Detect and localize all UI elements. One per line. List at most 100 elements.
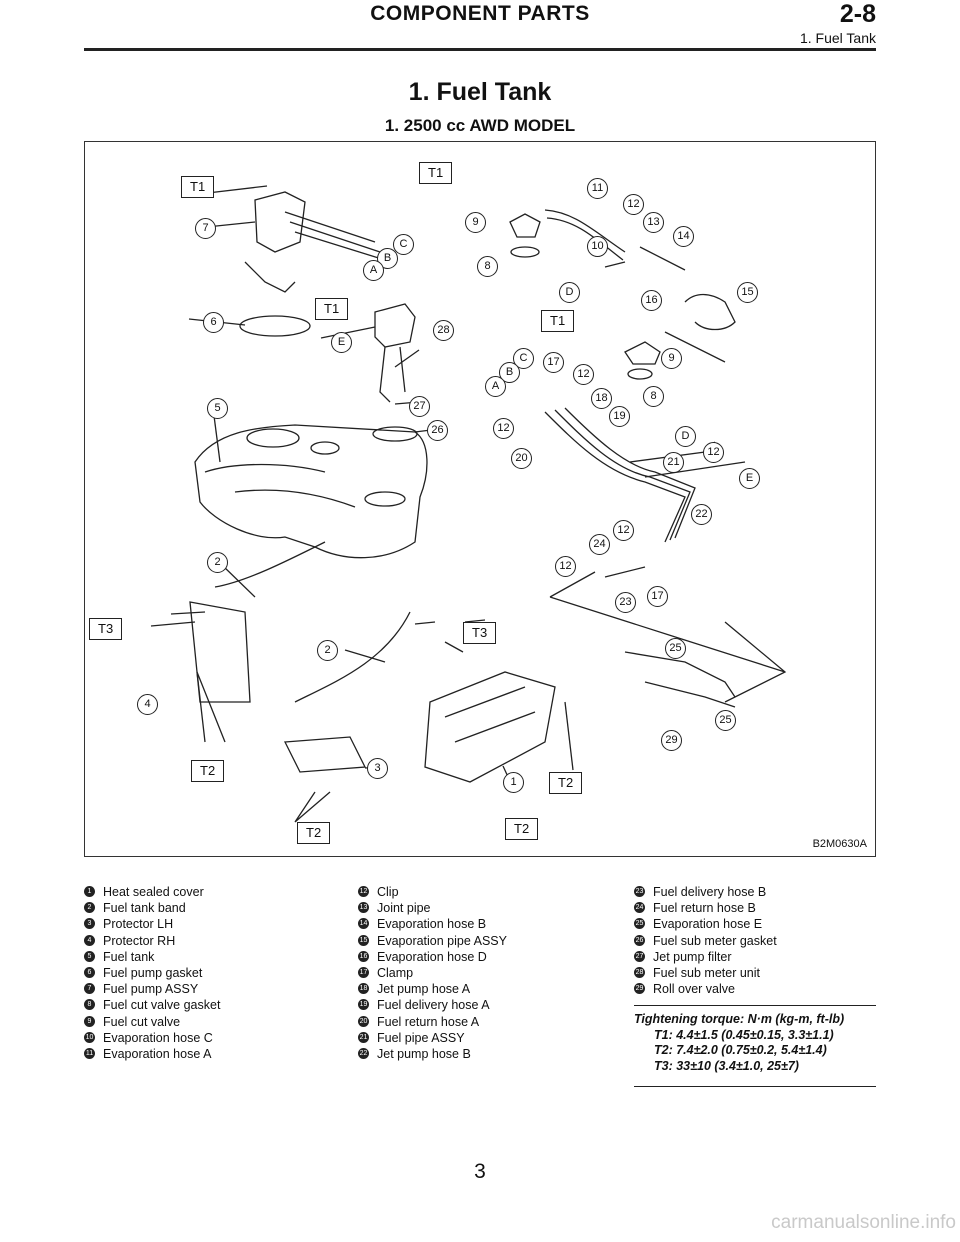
legend-text: Fuel pump ASSY [103,982,199,997]
legend-item: 2 Fuel tank band [84,900,220,916]
watermark: carmanualsonline.info [771,1212,956,1233]
callout-number: 2 [317,640,338,661]
callout-number: 10 [587,236,608,257]
legend-number: 3 [84,918,95,930]
legend-text: Fuel delivery hose A [377,998,490,1013]
callout-number: 6 [203,312,224,333]
callout-number: 9 [465,212,486,233]
legend-text: Evaporation hose E [653,917,763,932]
legend-item: 21 Fuel pipe ASSY [358,1030,507,1046]
callout-number: 5 [207,398,228,419]
legend-number: 19 [358,999,369,1011]
legend-number: 2 [84,902,95,914]
connection-letter: D [675,426,696,447]
legend-text: Fuel cut valve [103,1014,181,1029]
page-heading: 1. Fuel Tank [408,78,552,106]
legend-text: Evaporation hose A [103,1047,212,1062]
torque-label-t3: T3 [463,622,497,644]
legend-number: 27 [634,950,645,962]
callout-number: 22 [691,504,712,525]
legend-item: 25 Evaporation hose E [634,916,777,932]
legend-number: 16 [358,950,369,962]
callout-number: 9 [661,348,682,369]
callout-number: 19 [609,406,630,427]
legend-text: Fuel return hose B [653,901,756,916]
legend-item: 28 Fuel sub meter unit [634,965,777,981]
legend-number: 21 [358,1031,369,1043]
legend-text: Roll over valve [653,982,735,997]
sub-heading: 1. 2500 cc AWD MODEL [384,116,576,135]
callout-number: 17 [647,586,668,607]
legend-number: 7 [84,983,95,995]
callout-number: 21 [663,452,684,473]
legend-text: Fuel cut valve gasket [103,998,221,1013]
legend-item: 7 Fuel pump ASSY [84,981,220,997]
callout-number: 18 [591,388,612,409]
legend-text: Evaporation hose C [103,1030,213,1045]
legend-item: 19 Fuel delivery hose A [358,997,507,1013]
callout-number: 12 [623,194,644,215]
legend-text: Fuel return hose A [377,1014,480,1029]
callout-number: 12 [613,520,634,541]
legend-text: Fuel tank band [103,901,186,916]
connection-letter: A [485,376,506,397]
legend-number: 25 [634,918,645,930]
legend-item: 16 Evaporation hose D [358,949,507,965]
exploded-diagram: T1 T1 T1 T1 T3 T3 T2 T2 T2 T2 7 6 5 2 4 … [84,141,876,857]
torque-heading: Tightening torque: N·m (kg-m, ft-lb) [634,1012,845,1026]
torque-label-t2: T2 [191,760,225,782]
connection-letter: C [393,234,414,255]
callout-number: 1 [503,772,524,793]
callout-number: 12 [493,418,514,439]
callout-number: 4 [137,694,158,715]
legend-number: 23 [634,886,645,897]
legend-text: Fuel pipe ASSY [377,1030,465,1045]
legend-text: Fuel pump gasket [103,966,203,981]
legend-number: 4 [84,934,95,946]
legend-text: Jet pump hose B [377,1047,471,1062]
legend-number: 28 [634,967,645,979]
callout-number: 11 [587,178,608,199]
legend-text: Fuel sub meter unit [653,966,760,981]
callout-number: 12 [555,556,576,577]
connection-letter: C [513,348,534,369]
legend-number: 1 [84,886,95,897]
callout-number: 26 [427,420,448,441]
callout-number: 3 [367,758,388,779]
legend-number: 13 [358,902,369,914]
figure-code: B2M0630A [812,838,867,850]
torque-label-t2: T2 [297,822,331,844]
torque-label-t2: T2 [549,772,583,794]
legend-text: Heat sealed cover [103,885,204,899]
header-section-number: 2-8 [839,0,876,28]
callout-number: 25 [665,638,686,659]
legend-number: 15 [358,934,369,946]
callout-number: 2 [207,552,228,573]
callout-number: 12 [703,442,724,463]
callout-number: 27 [409,396,430,417]
callout-number: 24 [589,534,610,555]
tightening-torque-box: Tightening torque: N·m (kg-m, ft-lb) T1:… [634,1005,876,1087]
legend-text: Evaporation hose D [377,949,487,964]
legend-number: 24 [634,902,645,914]
legend-text: Fuel tank [103,949,155,964]
legend-text: Evaporation pipe ASSY [377,933,507,948]
callout-number: 17 [543,352,564,373]
connection-letter: B [499,362,520,383]
torque-label-t1: T1 [315,298,349,320]
